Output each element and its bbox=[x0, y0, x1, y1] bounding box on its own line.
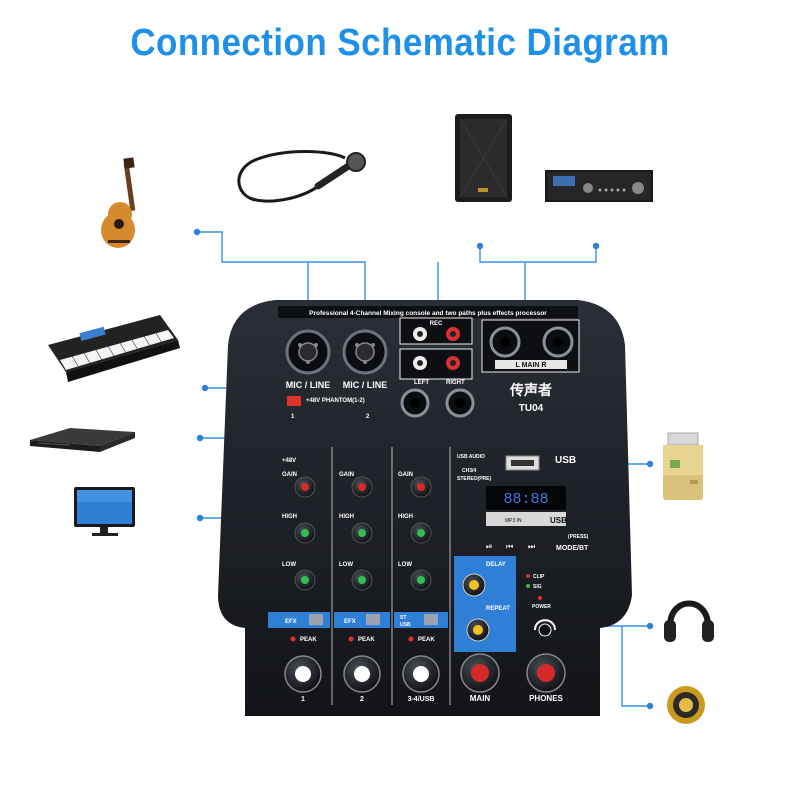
mp3-label: MP3 IN bbox=[505, 518, 522, 524]
xlr-jack-1 bbox=[285, 329, 331, 375]
efx-label: EFX bbox=[344, 619, 356, 625]
xlr-jack-2 bbox=[342, 329, 388, 375]
headphones-icon bbox=[664, 600, 714, 642]
channel-strip-3: GAIN HIGH LOW ST USB PEAK 3-4/USB bbox=[394, 472, 448, 703]
phones-label: PHONES bbox=[529, 694, 563, 703]
plus48-led-label: +48V bbox=[282, 458, 296, 464]
peak-label: PEAK bbox=[358, 637, 375, 643]
monitor-icon bbox=[74, 487, 135, 536]
microphone-icon bbox=[237, 150, 366, 203]
peak-label: PEAK bbox=[418, 637, 435, 643]
efx-button[interactable] bbox=[309, 614, 323, 625]
delay-label: DELAY bbox=[486, 562, 506, 568]
channel-1-number: 1 bbox=[291, 414, 295, 420]
phantom-label: +48V PHANTOM(1-2) bbox=[306, 398, 365, 404]
gain-label: GAIN bbox=[339, 472, 354, 478]
phantom-switch[interactable] bbox=[287, 396, 301, 406]
dvd-player-icon bbox=[30, 428, 135, 452]
right-label: RIGHT bbox=[446, 380, 465, 386]
play-pause-icon[interactable]: ⏯ bbox=[486, 542, 492, 551]
main-label: MAIN bbox=[470, 694, 491, 703]
clip-label: CLIP bbox=[533, 574, 545, 580]
gain-label: GAIN bbox=[282, 472, 297, 478]
strip-2-label: 2 bbox=[360, 696, 364, 703]
efx-button[interactable] bbox=[366, 614, 380, 625]
model-label: TU04 bbox=[519, 403, 544, 414]
led-display: 88:88 bbox=[503, 491, 548, 508]
usb-badge: USB bbox=[550, 516, 567, 525]
strip-1-label: 1 bbox=[301, 696, 305, 703]
st-label: ST bbox=[400, 615, 406, 621]
strip-3-label: 3-4/USB bbox=[408, 696, 435, 703]
brand-logo: 传声者 bbox=[509, 382, 552, 398]
usb-label: USB bbox=[555, 455, 576, 466]
usb-switch-label: USB bbox=[400, 622, 411, 628]
left-label: LEFT bbox=[414, 380, 429, 386]
input-rca-jacks bbox=[413, 356, 460, 370]
mic-line-label-2: MIC / LINE bbox=[343, 380, 388, 390]
low-label: LOW bbox=[282, 562, 296, 568]
repeat-label: REPEAT bbox=[486, 606, 510, 612]
peak-label: PEAK bbox=[300, 637, 317, 643]
guitar-icon bbox=[101, 157, 136, 248]
low-label: LOW bbox=[339, 562, 353, 568]
power-label: POWER bbox=[532, 604, 551, 610]
keyboard-icon bbox=[48, 315, 180, 382]
usb-slot[interactable] bbox=[486, 512, 566, 526]
usb-drive-icon bbox=[663, 432, 703, 500]
transport-controls[interactable]: ⏯ ⏮ ⏭ bbox=[486, 542, 535, 551]
channel-strip-2: GAIN HIGH LOW EFX PEAK 2 bbox=[334, 472, 390, 703]
mic-line-label-1: MIC / LINE bbox=[286, 380, 331, 390]
speaker-icon bbox=[455, 114, 512, 202]
main-output-jacks bbox=[489, 326, 574, 358]
channel-strip-1: +48V GAIN HIGH LOW EFX PEAK 1 bbox=[268, 458, 330, 703]
low-label: LOW bbox=[398, 562, 412, 568]
ch34-label: CH3/4 bbox=[462, 468, 476, 474]
high-label: HIGH bbox=[339, 514, 354, 520]
headphone-jack-icon bbox=[534, 619, 556, 637]
gain-label: GAIN bbox=[398, 472, 413, 478]
high-label: HIGH bbox=[282, 514, 297, 520]
efx-label: EFX bbox=[285, 619, 297, 625]
mixer-banner: Professional 4-Channel Mixing console an… bbox=[309, 310, 547, 317]
press-label: (PRESS) bbox=[568, 534, 589, 540]
high-label: HIGH bbox=[398, 514, 413, 520]
st-usb-button[interactable] bbox=[424, 614, 438, 625]
sig-label: SIG bbox=[533, 584, 542, 590]
amplifier-icon bbox=[545, 170, 653, 202]
previous-icon[interactable]: ⏮ bbox=[506, 542, 513, 551]
bluetooth-speaker-icon bbox=[667, 686, 705, 724]
connection-dots bbox=[193, 228, 654, 710]
rec-label: REC bbox=[430, 321, 443, 327]
line-in-jacks bbox=[400, 388, 475, 418]
next-icon[interactable]: ⏭ bbox=[528, 542, 535, 551]
rec-rca-jacks bbox=[413, 327, 460, 341]
channel-2-number: 2 bbox=[366, 414, 370, 420]
usb-audio-label: USB AUDIO bbox=[457, 454, 485, 460]
mixer: Professional 4-Channel Mixing console an… bbox=[218, 300, 632, 716]
diagram-title: Connection Schematic Diagram bbox=[130, 22, 670, 64]
mode-bt-button[interactable]: MODE/BT bbox=[556, 545, 589, 552]
main-output-label: L MAIN R bbox=[516, 362, 547, 369]
stereo-pre-label: STEREO(PRE) bbox=[457, 476, 492, 482]
